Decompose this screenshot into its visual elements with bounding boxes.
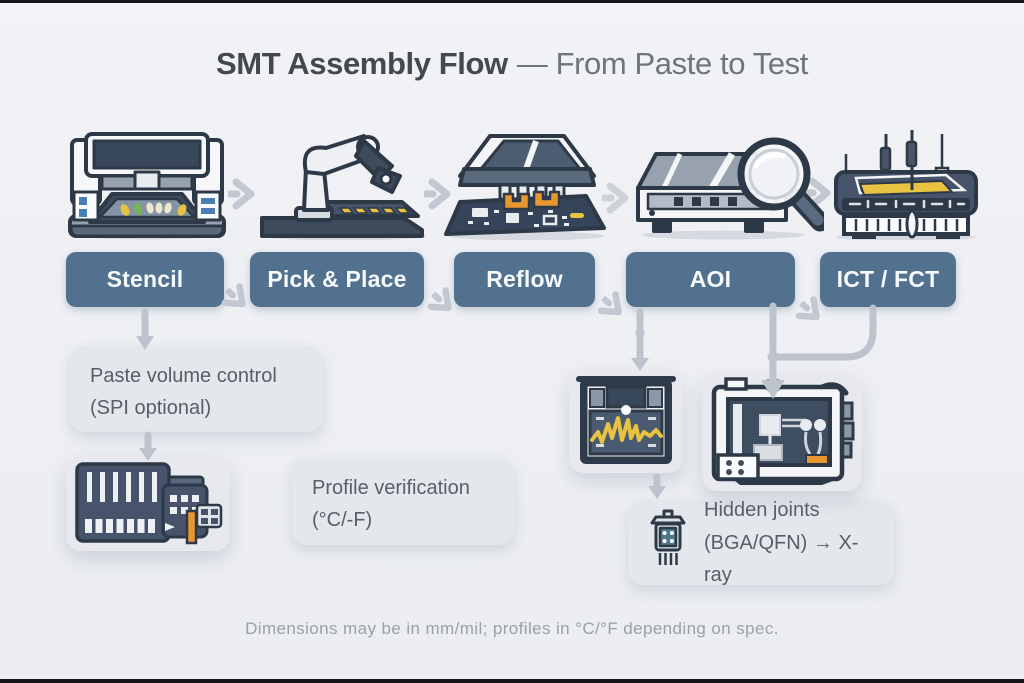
footer-note: Dimensions may be in mm/mil; profiles in… [245, 619, 779, 638]
xray-machine-icon [702, 373, 862, 491]
pick-and-place-robot-icon [252, 126, 430, 241]
flow-right-arrow-icon [422, 177, 452, 216]
bga-component-svg [650, 509, 686, 565]
reflow-oven-svg [444, 134, 606, 241]
step-aoi: AOI [626, 252, 795, 307]
profile-monitor-icon [569, 369, 683, 473]
aoi-inspection-icon [628, 128, 830, 240]
step-arrow-icon [590, 287, 633, 330]
step-label: Stencil [106, 266, 184, 292]
note-line: Hidden joints [704, 499, 820, 522]
note-line: (BGA/QFN) → X-ray [704, 531, 859, 587]
step-stencil: Stencil [66, 252, 224, 307]
title-subtitle: — From Paste to Test [516, 46, 809, 81]
page-title: SMT Assembly Flow— From Paste to Test [0, 46, 1024, 82]
ict-fct-tester-icon [828, 126, 984, 241]
spi-equipment-svg [75, 462, 223, 545]
step-reflow: Reflow [454, 252, 595, 307]
note-line: Profile verification [312, 477, 470, 499]
bottom-border [0, 679, 1024, 683]
spi-equipment-icon [66, 455, 230, 551]
pick-and-place-svg [260, 134, 426, 241]
aoi-svg [636, 137, 830, 240]
note-hidden-joints: Hidden joints (BGA/QFN) → X-ray [628, 499, 894, 586]
flow-right-arrow-icon [802, 176, 832, 215]
step-arrow-icon [420, 283, 463, 326]
step-label: Reflow [486, 266, 563, 292]
bga-component-icon [646, 509, 690, 577]
stencil-printer-icon [62, 126, 232, 240]
flow-right-arrow-icon [226, 177, 256, 216]
note-text-block: Hidden joints (BGA/QFN) → X-ray [704, 494, 876, 591]
xray-machine-svg [711, 377, 855, 485]
flow-right-arrow-icon [600, 181, 630, 220]
note-line: (SPI optional) [90, 397, 212, 420]
step-arrow-icon [214, 279, 257, 322]
stencil-printer-svg [68, 132, 226, 240]
step-ict-fct: ICT / FCT [820, 252, 956, 307]
step-label: AOI [689, 266, 732, 292]
note-profile-verification: Profile verification (°C/-F) [292, 458, 514, 545]
reflow-oven-icon [444, 126, 609, 241]
step-label: ICT / FCT [836, 266, 940, 292]
ict-fct-svg [834, 130, 978, 241]
note-paste-volume-control: Paste volume control (SPI optional) [70, 346, 323, 432]
top-border [0, 0, 1024, 3]
title-main: SMT Assembly Flow [216, 46, 508, 81]
step-pick-place: Pick & Place [250, 252, 424, 307]
profile-monitor-svg [576, 376, 676, 464]
note-line: Paste volume control [90, 365, 277, 387]
step-label: Pick & Place [267, 266, 407, 292]
note-line: (°C/-F) [312, 509, 373, 532]
